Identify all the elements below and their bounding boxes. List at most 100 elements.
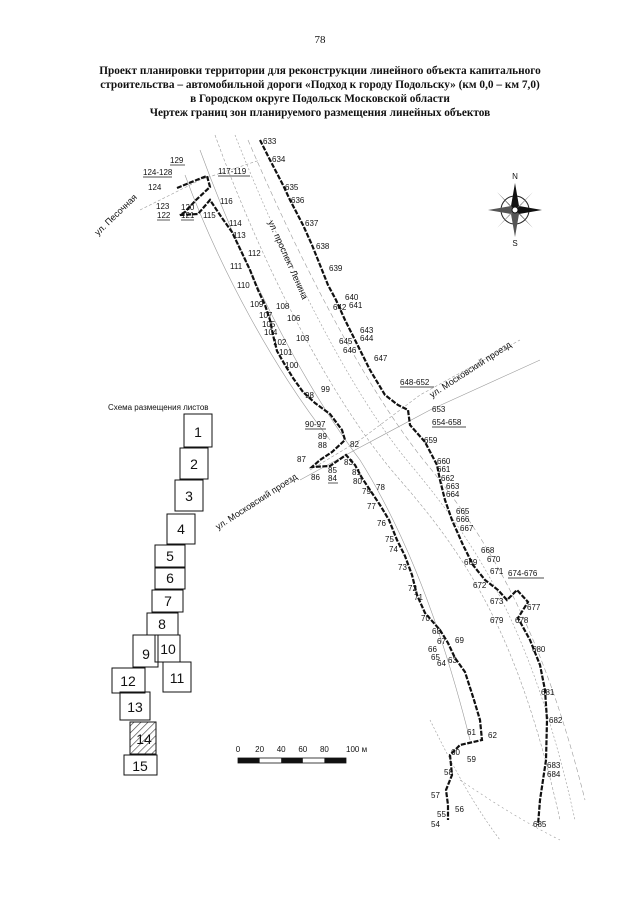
sheet-number: 7: [164, 593, 172, 609]
point-label: 84: [328, 474, 337, 483]
compass-rose: N S: [488, 172, 542, 248]
point-label: 634: [272, 155, 286, 164]
point-label: 64: [437, 659, 446, 668]
point-label: 666: [456, 515, 470, 524]
point-label: 677: [527, 603, 541, 612]
point-label: 72: [408, 584, 417, 593]
sheet-number: 12: [120, 673, 136, 689]
point-label: 103: [296, 334, 310, 343]
point-label: 644: [360, 334, 374, 343]
point-label: 648-652: [400, 378, 430, 387]
point-label: 668: [481, 546, 495, 555]
point-label: 78: [376, 483, 385, 492]
point-label: 85: [328, 466, 337, 475]
sheet-number: 11: [170, 670, 185, 686]
point-label: 76: [377, 519, 386, 528]
point-label: 671: [490, 567, 504, 576]
point-label: 124-128: [143, 168, 173, 177]
point-label: 105: [262, 320, 276, 329]
point-label: 674-676: [508, 569, 538, 578]
point-label: 637: [305, 219, 319, 228]
point-label: 129: [170, 156, 184, 165]
sheet-frame: [166, 513, 196, 545]
sheet-number: 9: [142, 646, 150, 662]
sheet-frame: [154, 567, 186, 590]
point-label: 89: [318, 432, 327, 441]
point-label: 65: [431, 653, 440, 662]
point-label: 69: [455, 636, 464, 645]
point-label: 98: [305, 391, 314, 400]
point-label: 90-97: [305, 420, 326, 429]
right-point-labels: 633 634 635 636 637 638 639 640 641 642 …: [263, 137, 563, 829]
point-label: 112: [248, 249, 261, 258]
sheet-number: 5: [166, 548, 174, 564]
header-line-2: строительства – автомобильной дороги «По…: [100, 79, 540, 91]
point-label: 673: [490, 597, 504, 606]
point-label: 110: [237, 281, 250, 290]
point-label: 99: [321, 385, 330, 394]
point-label: 122: [157, 211, 171, 220]
point-label: 116: [220, 197, 233, 206]
point-label: 121: [181, 211, 195, 220]
point-label: 81: [352, 468, 361, 477]
point-label: 71: [414, 593, 423, 602]
sheet-number: 4: [177, 521, 185, 537]
sheet-frame: [183, 413, 213, 448]
point-label: 662: [441, 474, 455, 483]
point-label: 670: [487, 555, 501, 564]
point-label: 654-658: [432, 418, 462, 427]
point-label: 646: [343, 346, 357, 355]
header-line-3: в Городском округе Подольск Московской о…: [190, 93, 450, 105]
sheet-number: 2: [190, 456, 198, 472]
point-label: 113: [233, 231, 246, 240]
sheet-layout-title: Схема размещения листов: [108, 403, 209, 412]
point-label: 102: [273, 338, 287, 347]
point-label: 639: [329, 264, 343, 273]
scale-tick: 100 м: [346, 745, 367, 754]
point-label: 681: [541, 688, 555, 697]
road-label-pesochnaya: ул. Песочная: [92, 192, 139, 237]
sheet-number: 3: [185, 488, 193, 504]
sheet-frame-highlighted: [129, 721, 157, 755]
point-label: 659: [424, 436, 438, 445]
sheet-frame: [174, 479, 204, 512]
point-label: 83: [344, 458, 353, 467]
right-boundary-line: [259, 139, 549, 826]
point-label: 61: [467, 728, 476, 737]
document-header: Проект планировки территории для реконст…: [40, 64, 600, 120]
point-label: 682: [549, 716, 563, 725]
sheet-number: 13: [127, 699, 143, 715]
point-label: 59: [467, 755, 476, 764]
point-label: 108: [276, 302, 290, 311]
point-label: 73: [398, 563, 407, 572]
point-label: 633: [263, 137, 277, 146]
point-label: 642: [333, 303, 347, 312]
point-label: 77: [367, 502, 376, 511]
header-line-1: Проект планировки территории для реконст…: [99, 65, 541, 77]
header-line-4: Чертеж границ зон планируемого размещени…: [149, 107, 491, 119]
point-label: 661: [437, 465, 451, 474]
point-label: 684: [547, 770, 561, 779]
point-label: 665: [456, 507, 470, 516]
point-label: 114: [229, 219, 242, 228]
point-label: 664: [446, 490, 460, 499]
point-label: 63: [448, 656, 457, 665]
point-label: 680: [532, 645, 546, 654]
point-label: 669: [464, 558, 478, 567]
sheet-frame: [132, 634, 159, 668]
scale-tick: 60: [298, 745, 307, 754]
point-label: 87: [297, 455, 306, 464]
point-label: 638: [316, 242, 330, 251]
scale-tick: 80: [320, 745, 329, 754]
scale-tick: 0: [236, 745, 241, 754]
point-label: 123: [156, 202, 170, 211]
point-label: 54: [431, 820, 440, 829]
point-label: 641: [349, 301, 363, 310]
sheet-frame: [123, 754, 158, 776]
sheet-frame: [151, 589, 184, 613]
scale-tick: 20: [255, 745, 264, 754]
point-label: 635: [285, 183, 299, 192]
point-label: 62: [488, 731, 497, 740]
point-label: 653: [432, 405, 446, 414]
